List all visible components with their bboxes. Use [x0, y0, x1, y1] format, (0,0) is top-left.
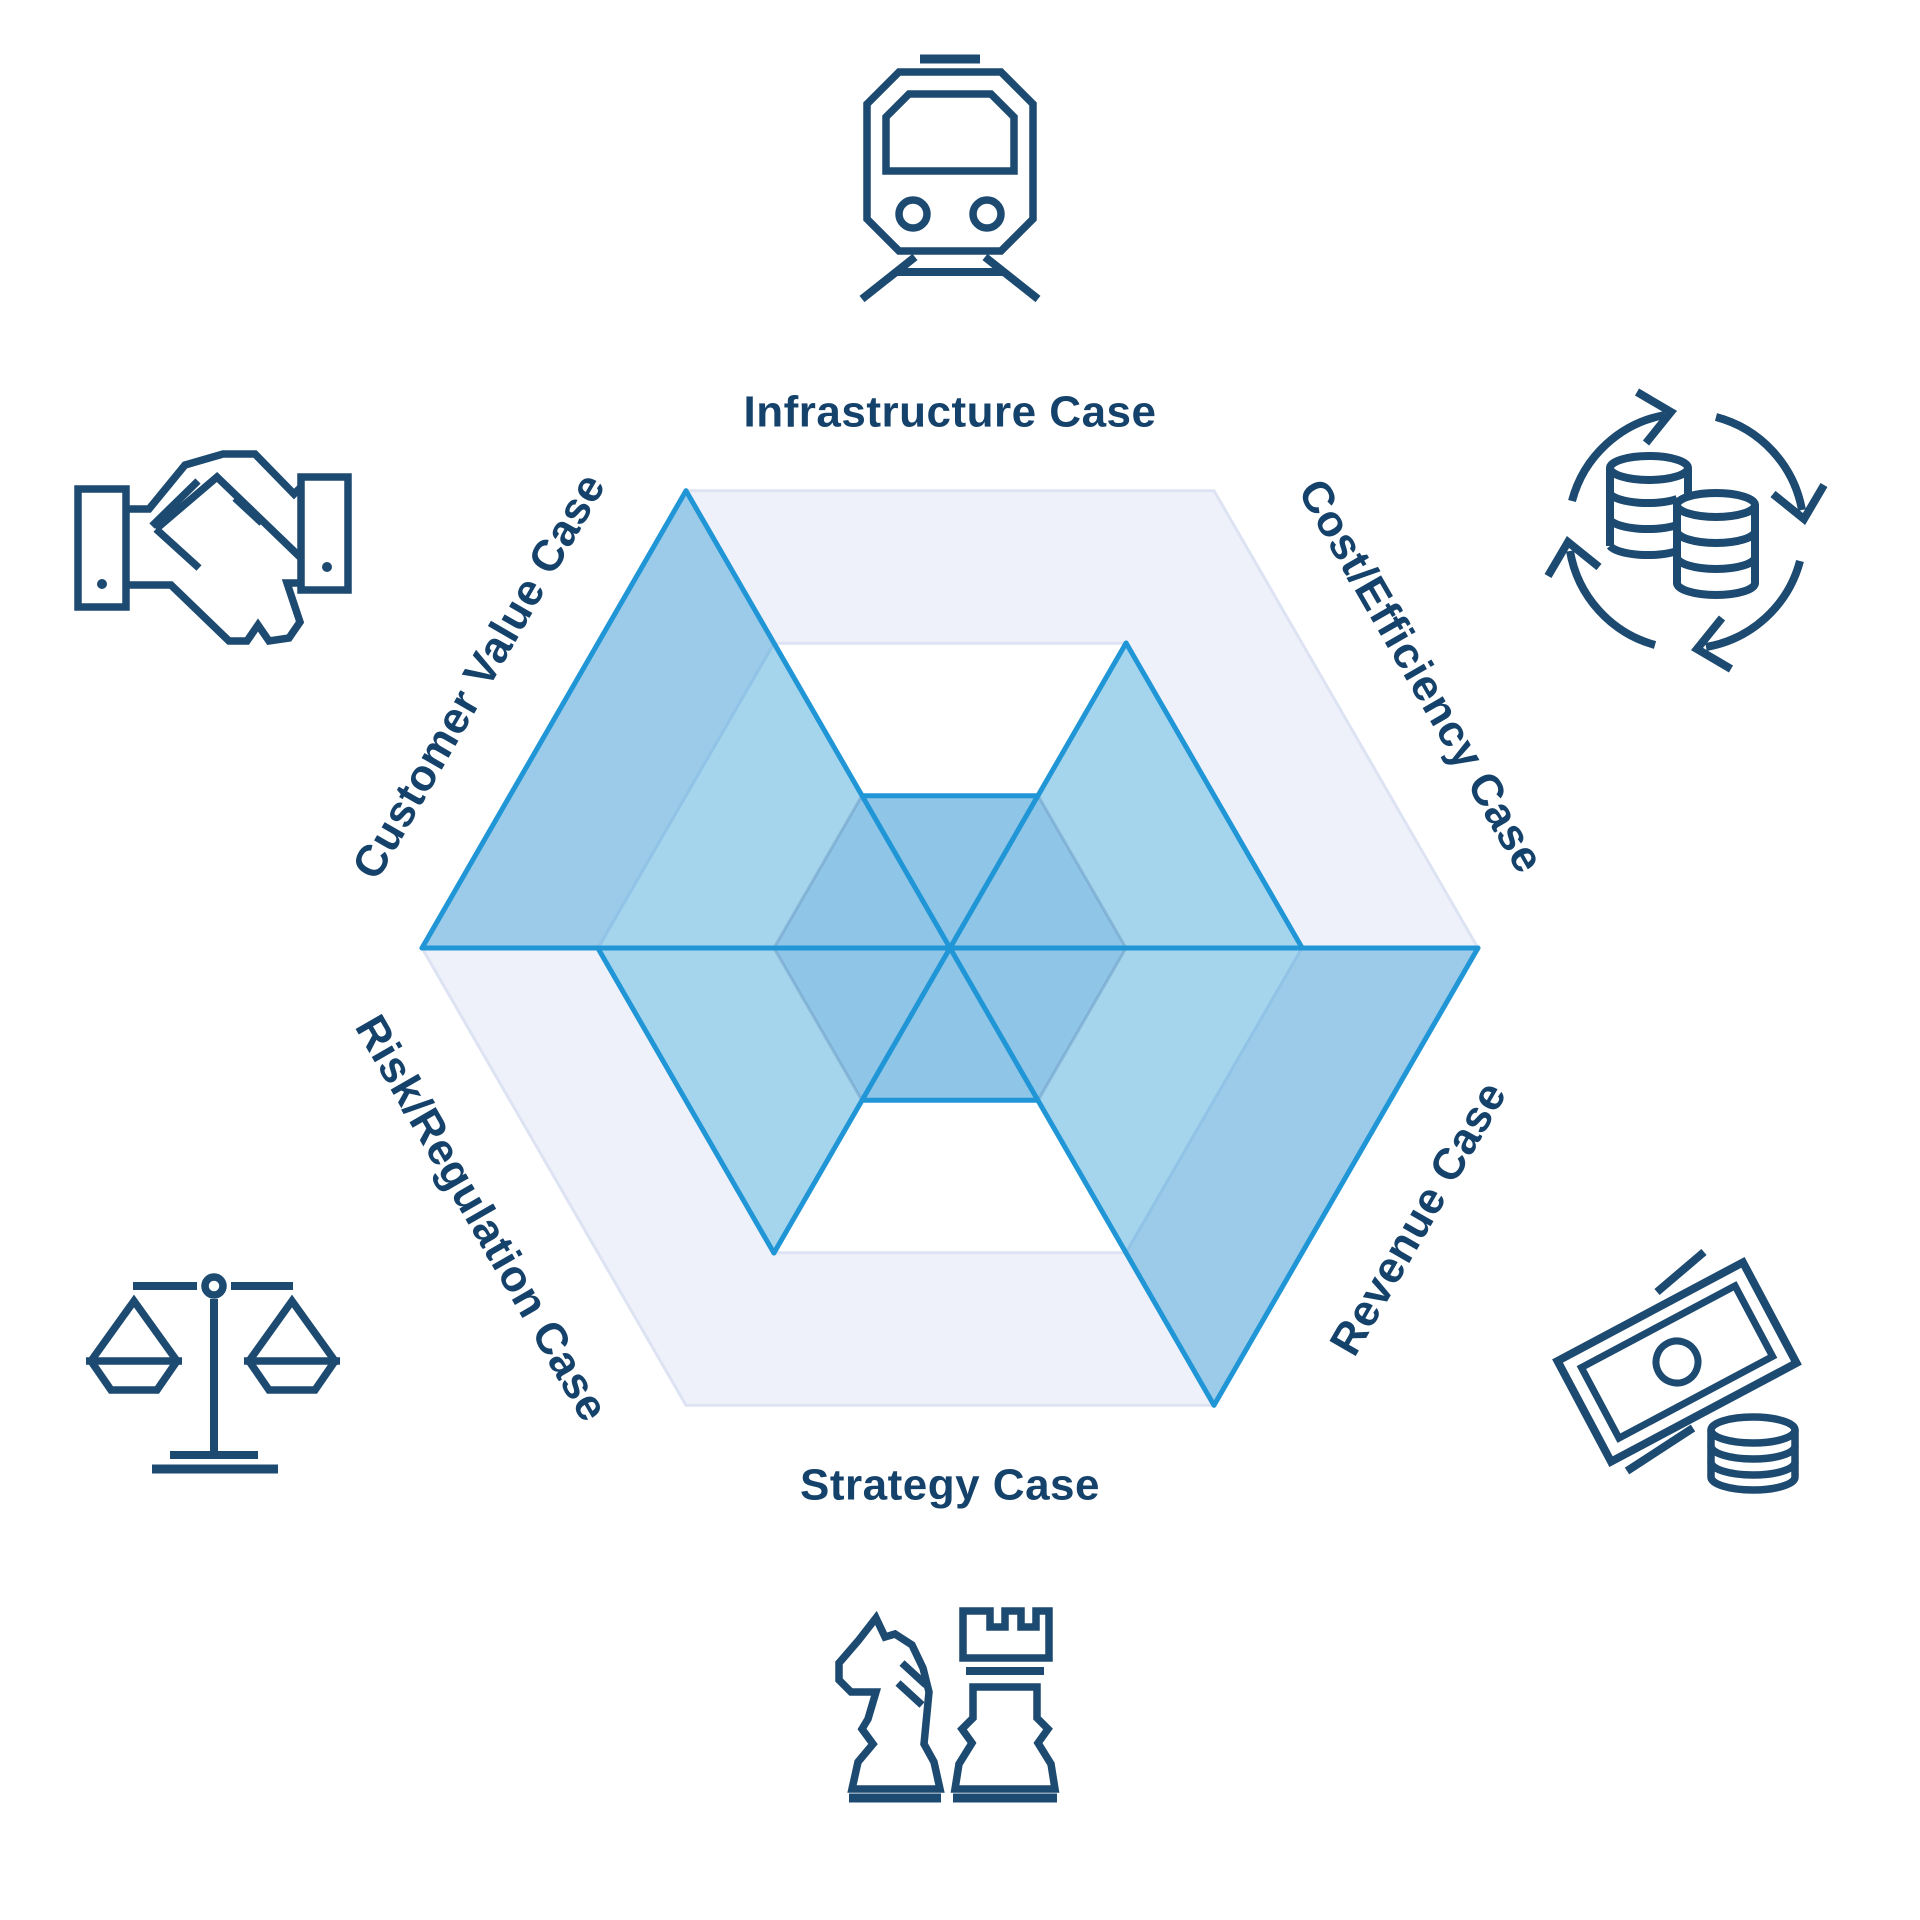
axis-radial [947, 640, 1129, 951]
sector-edge [1123, 640, 1305, 951]
sector-label-infrastructure-case: Infrastructure Case [744, 388, 1157, 437]
cycle-coins-icon [1544, 388, 1828, 673]
chess-pieces-icon [835, 1607, 1060, 1803]
radar-chart [419, 488, 1481, 1408]
sector-fill-revenue-case [950, 948, 1478, 1406]
sector-edge [595, 945, 777, 1256]
axis-radial [683, 488, 953, 951]
axis-radial [771, 945, 953, 1256]
sector-edge [1211, 945, 1481, 1408]
balance-scale-icon [86, 1273, 340, 1474]
sector-label-strategy-case: Strategy Case [800, 1460, 1100, 1509]
sector-fill-customer-value-case [422, 490, 950, 948]
banknote-coins-icon [1552, 1248, 1802, 1494]
axis-radial [947, 945, 1217, 1408]
sector-edge [419, 488, 689, 951]
handshake-icon [74, 450, 352, 646]
train-icon [859, 54, 1041, 303]
